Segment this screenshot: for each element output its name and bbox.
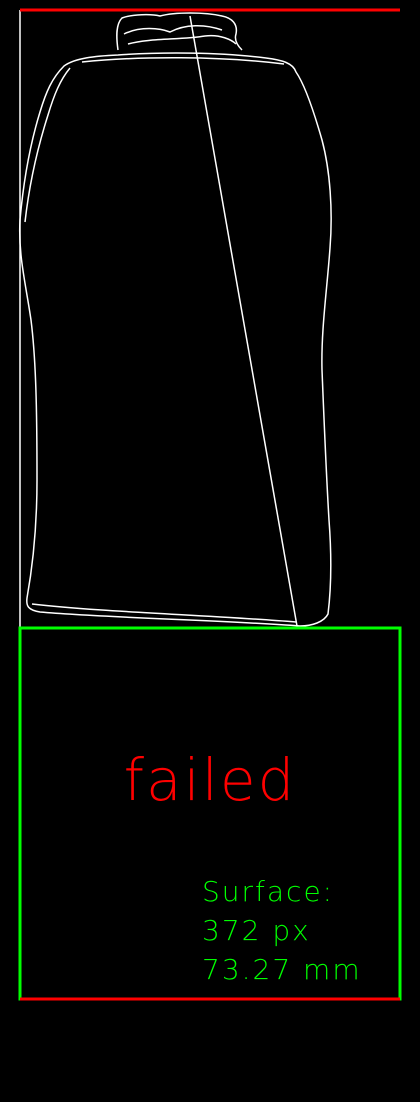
surface-millimeters: 73.27 mm	[202, 953, 362, 986]
diagonal-edge	[189, 15, 298, 627]
bottle-shoulder-edge	[81, 56, 285, 65]
bottle-cap	[116, 12, 243, 51]
surface-readout: Surface: 372 px 73.27 mm	[202, 872, 362, 989]
bottle-cap-detail	[123, 25, 237, 45]
bottle-inner-edge	[24, 67, 71, 223]
result-status: failed	[123, 746, 297, 814]
surface-label: Surface:	[202, 875, 335, 908]
surface-pixels: 372 px	[202, 914, 311, 947]
bottle-base-edge	[31, 603, 297, 623]
bottle-outline	[18, 52, 332, 627]
bottle-contour	[18, 10, 332, 628]
